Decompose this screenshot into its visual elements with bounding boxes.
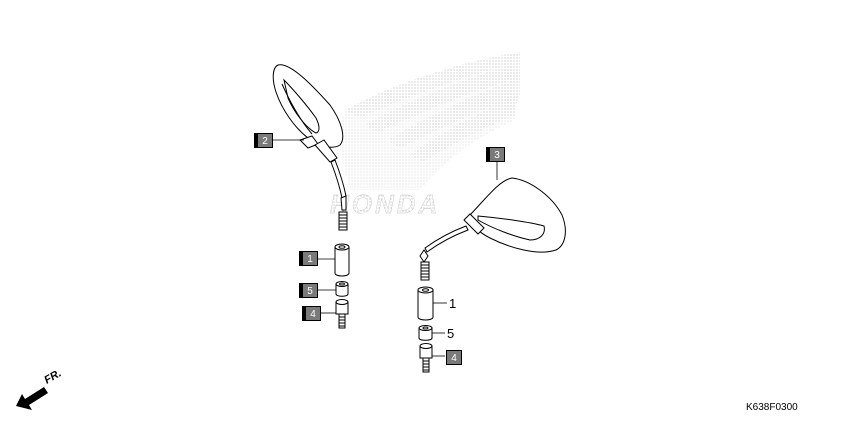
right-nut-5 [418,325,433,341]
svg-text:HONDA: HONDA [330,189,440,219]
part-label-right-1: 1 [449,296,457,311]
callout-box-2: 2 [257,133,273,148]
right-mirror [419,177,566,281]
honda-wing-logo-icon [340,52,520,190]
left-bolt-4 [335,299,349,329]
part-label-right-5: 5 [447,326,455,341]
honda-watermark-text: HONDA [330,189,440,219]
right-bolt-4 [419,343,433,373]
callout-box-left-1: 1 [302,251,318,266]
drawing-code: K638F0300 [746,402,798,413]
callout-box-3: 3 [489,147,505,162]
arrow-down-left-icon [16,387,48,410]
left-mirror [272,64,348,231]
left-nut-5 [335,281,349,297]
callout-box-right-4: 4 [446,350,462,365]
right-adapter-1 [417,286,434,321]
leader-lines [272,139,498,357]
callout-box-left-5: 5 [302,283,318,298]
callout-box-left-4: 4 [305,306,321,321]
left-adapter-1 [334,243,350,277]
